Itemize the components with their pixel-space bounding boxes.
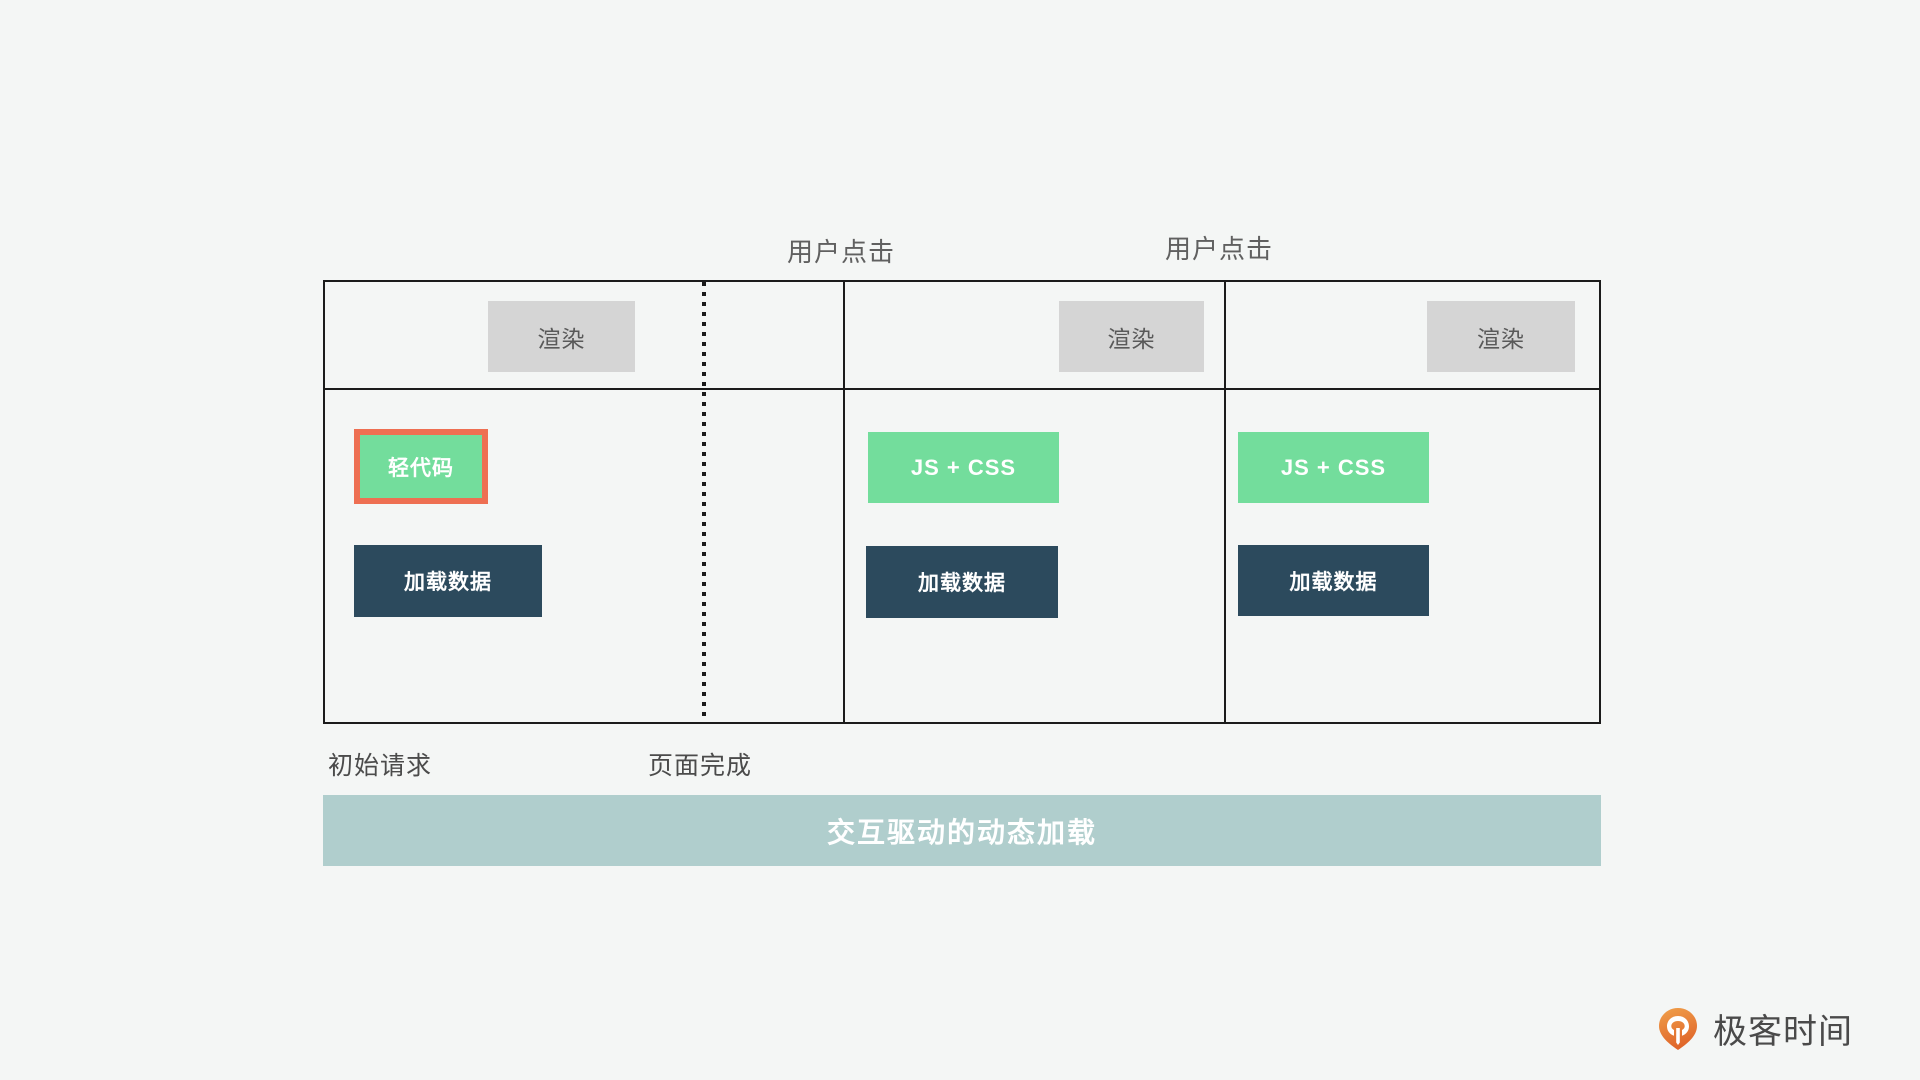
summary-banner-text: 交互驱动的动态加载 bbox=[826, 816, 1097, 848]
user-click-annotation-1: 用户点击 bbox=[787, 237, 896, 267]
js-css-block-phase-3: JS + CSS bbox=[1238, 432, 1429, 503]
axis-label-page-complete: 页面完成 bbox=[648, 752, 753, 780]
brand-watermark: 极客时间 bbox=[1655, 1004, 1853, 1053]
js-css-block-phase-2: JS + CSS bbox=[868, 432, 1059, 503]
table-column-divider-2 bbox=[1224, 280, 1226, 724]
render-block-phase-1: 渲染 bbox=[488, 301, 635, 372]
geektime-logo-icon bbox=[1655, 1006, 1701, 1052]
load-data-block-phase-2: 加载数据 bbox=[866, 546, 1058, 618]
render-block-phase-2: 渲染 bbox=[1059, 301, 1204, 372]
light-code-block: 轻代码 bbox=[354, 429, 488, 504]
table-column-divider-1 bbox=[843, 280, 845, 724]
summary-banner: 交互驱动的动态加载 bbox=[323, 795, 1601, 866]
brand-name-text: 极客时间 bbox=[1713, 1013, 1853, 1051]
page-complete-dotted-marker bbox=[702, 282, 706, 724]
user-click-annotation-2: 用户点击 bbox=[1165, 234, 1274, 264]
load-data-block-phase-3: 加载数据 bbox=[1238, 545, 1429, 616]
axis-label-initial-request: 初始请求 bbox=[328, 752, 433, 780]
table-row-divider bbox=[323, 388, 1601, 390]
load-data-block-phase-1: 加载数据 bbox=[354, 545, 542, 617]
render-block-phase-3: 渲染 bbox=[1427, 301, 1575, 372]
timeline-table bbox=[323, 280, 1601, 724]
